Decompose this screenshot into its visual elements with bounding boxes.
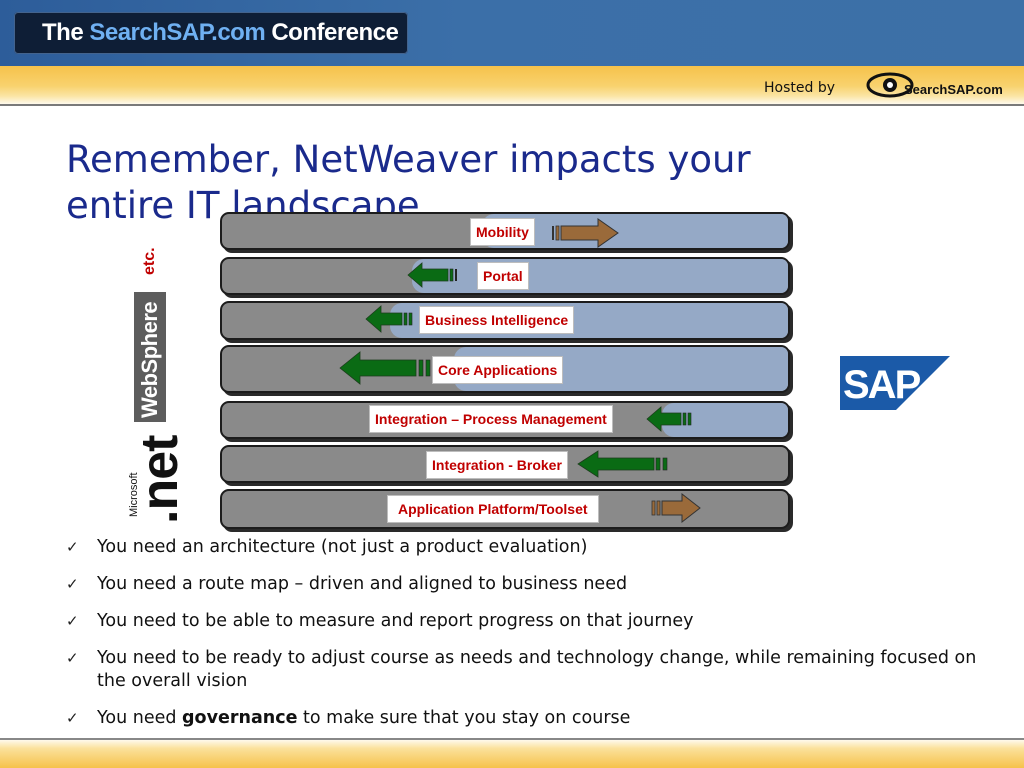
bullet-item: ✓You need to be ready to adjust course a… — [66, 648, 977, 691]
layer-label-mobility: Mobility — [470, 218, 535, 246]
header-orange-band — [0, 66, 1024, 106]
green-arrow-left-icon — [339, 351, 431, 385]
searchsap-logo-text: SearchSAP.com — [904, 82, 1003, 97]
hosted-by-label: Hosted by — [764, 80, 835, 96]
layer-label-application-platform: Application Platform/Toolset — [387, 495, 599, 523]
green-arrow-left-icon — [646, 406, 692, 432]
brown-arrow-right-icon — [552, 218, 619, 248]
layer-label-business-intelligence: Business Intelligence — [419, 306, 575, 334]
searchsap-logo: SearchSAP.com — [866, 72, 1003, 98]
footer-band — [0, 738, 1024, 768]
websphere-logo: WebSphere — [134, 292, 166, 422]
layer-label-integration-broker: Integration - Broker — [426, 451, 568, 479]
checkmark-icon: ✓ — [66, 649, 79, 667]
header-divider — [0, 104, 1024, 106]
green-arrow-left-icon — [577, 450, 668, 478]
layer-label-integration-process: Integration – Process Management — [369, 405, 613, 433]
checkmark-icon: ✓ — [66, 538, 79, 556]
checkmark-icon: ✓ — [66, 612, 79, 630]
bullet-item: ✓You need a route map – driven and align… — [66, 574, 628, 594]
conference-logo: The SearchSAP.com Conference — [14, 12, 408, 54]
green-arrow-left-icon — [407, 262, 457, 288]
bullet-item: ✓You need to be able to measure and repo… — [66, 611, 694, 631]
sap-logo-text: SAP — [843, 363, 921, 407]
bullet-item: ✓You need an architecture (not just a pr… — [66, 537, 588, 557]
layer-core-applications — [220, 345, 790, 393]
brown-arrow-right-icon — [651, 493, 701, 523]
bullet-list: ✓You need an architecture (not just a pr… — [66, 536, 1006, 744]
green-arrow-left-icon — [365, 305, 413, 333]
layer-label-portal: Portal — [477, 262, 529, 290]
governance-emphasis: governance — [182, 708, 298, 728]
checkmark-icon: ✓ — [66, 709, 79, 727]
layer-label-core-applications: Core Applications — [432, 356, 564, 384]
etc-label: etc. — [141, 247, 158, 275]
sap-logo: SAP — [840, 356, 950, 410]
footer-divider — [0, 738, 1024, 740]
bullet-item: ✓You need governance to make sure that y… — [66, 708, 631, 728]
dotnet-logo: .net — [131, 435, 189, 524]
checkmark-icon: ✓ — [66, 575, 79, 593]
